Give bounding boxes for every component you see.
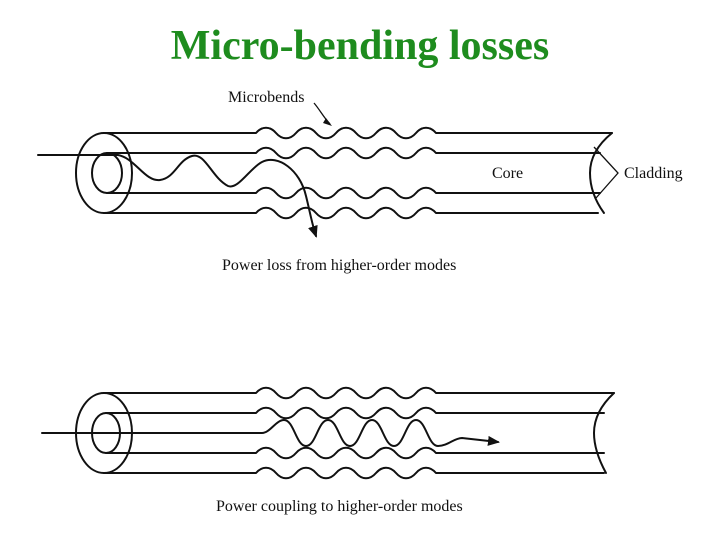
fiber-bottom-cut-end (593, 392, 615, 474)
microbends-label: Microbends (228, 89, 304, 106)
bottom-diagram-caption: Power coupling to higher-order modes (216, 498, 463, 515)
fiber-bottom-cladding-bottom-edge (103, 466, 605, 480)
fiber-top: Microbends Core Cladding Power loss from… (37, 89, 683, 274)
fiber-top-cladding-end (75, 132, 133, 214)
fiber-top-cladding-top-edge (103, 126, 613, 140)
escaping-ray-path (37, 154, 318, 238)
fiber-top-core-end (91, 152, 123, 194)
fiber-top-cladding-bottom-edge (103, 206, 599, 220)
microbends-leader-arrowhead (323, 118, 332, 126)
fiber-top-cut-end (589, 132, 613, 214)
top-diagram-caption: Power loss from higher-order modes (222, 257, 456, 274)
fiber-bottom: Power coupling to higher-order modes (41, 386, 615, 515)
fiber-top-core-bottom-edge (106, 186, 601, 200)
fiber-bottom-cladding-top-edge (103, 386, 615, 400)
guided-ray-path (41, 419, 500, 447)
fiber-bottom-core-top-edge (105, 406, 605, 420)
page-title: Micro-bending losses (170, 23, 550, 69)
cladding-label: Cladding (624, 165, 683, 182)
core-label: Core (492, 165, 523, 182)
cladding-bracket (593, 146, 619, 199)
fiber-bottom-core-bottom-edge (105, 446, 605, 460)
fiber-top-core-top-edge (106, 146, 601, 160)
